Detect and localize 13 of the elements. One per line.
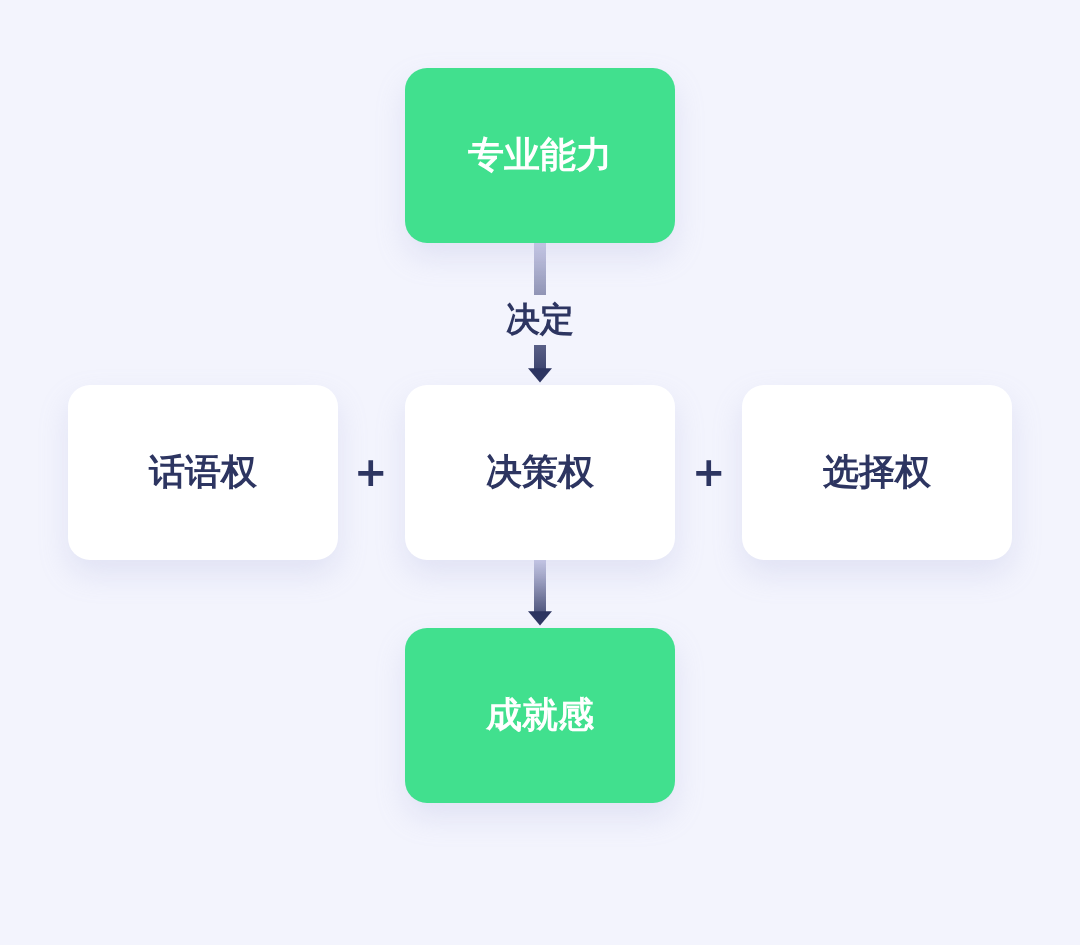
plus-sign: +: [354, 452, 388, 492]
rounded-box: [742, 385, 1012, 560]
box-text: 专业能力: [468, 133, 612, 177]
rounded-box: [405, 385, 675, 560]
rounded-box: [68, 385, 338, 560]
rounded-box: [405, 628, 675, 803]
box-text: 决策权: [486, 450, 594, 494]
box-text: 选择权: [823, 450, 931, 494]
plus-sign: +: [692, 452, 726, 492]
rounded-box: [405, 68, 675, 243]
box-text: 成就感: [486, 693, 594, 737]
box-text: 话语权: [149, 450, 257, 494]
arrow: [528, 560, 552, 626]
